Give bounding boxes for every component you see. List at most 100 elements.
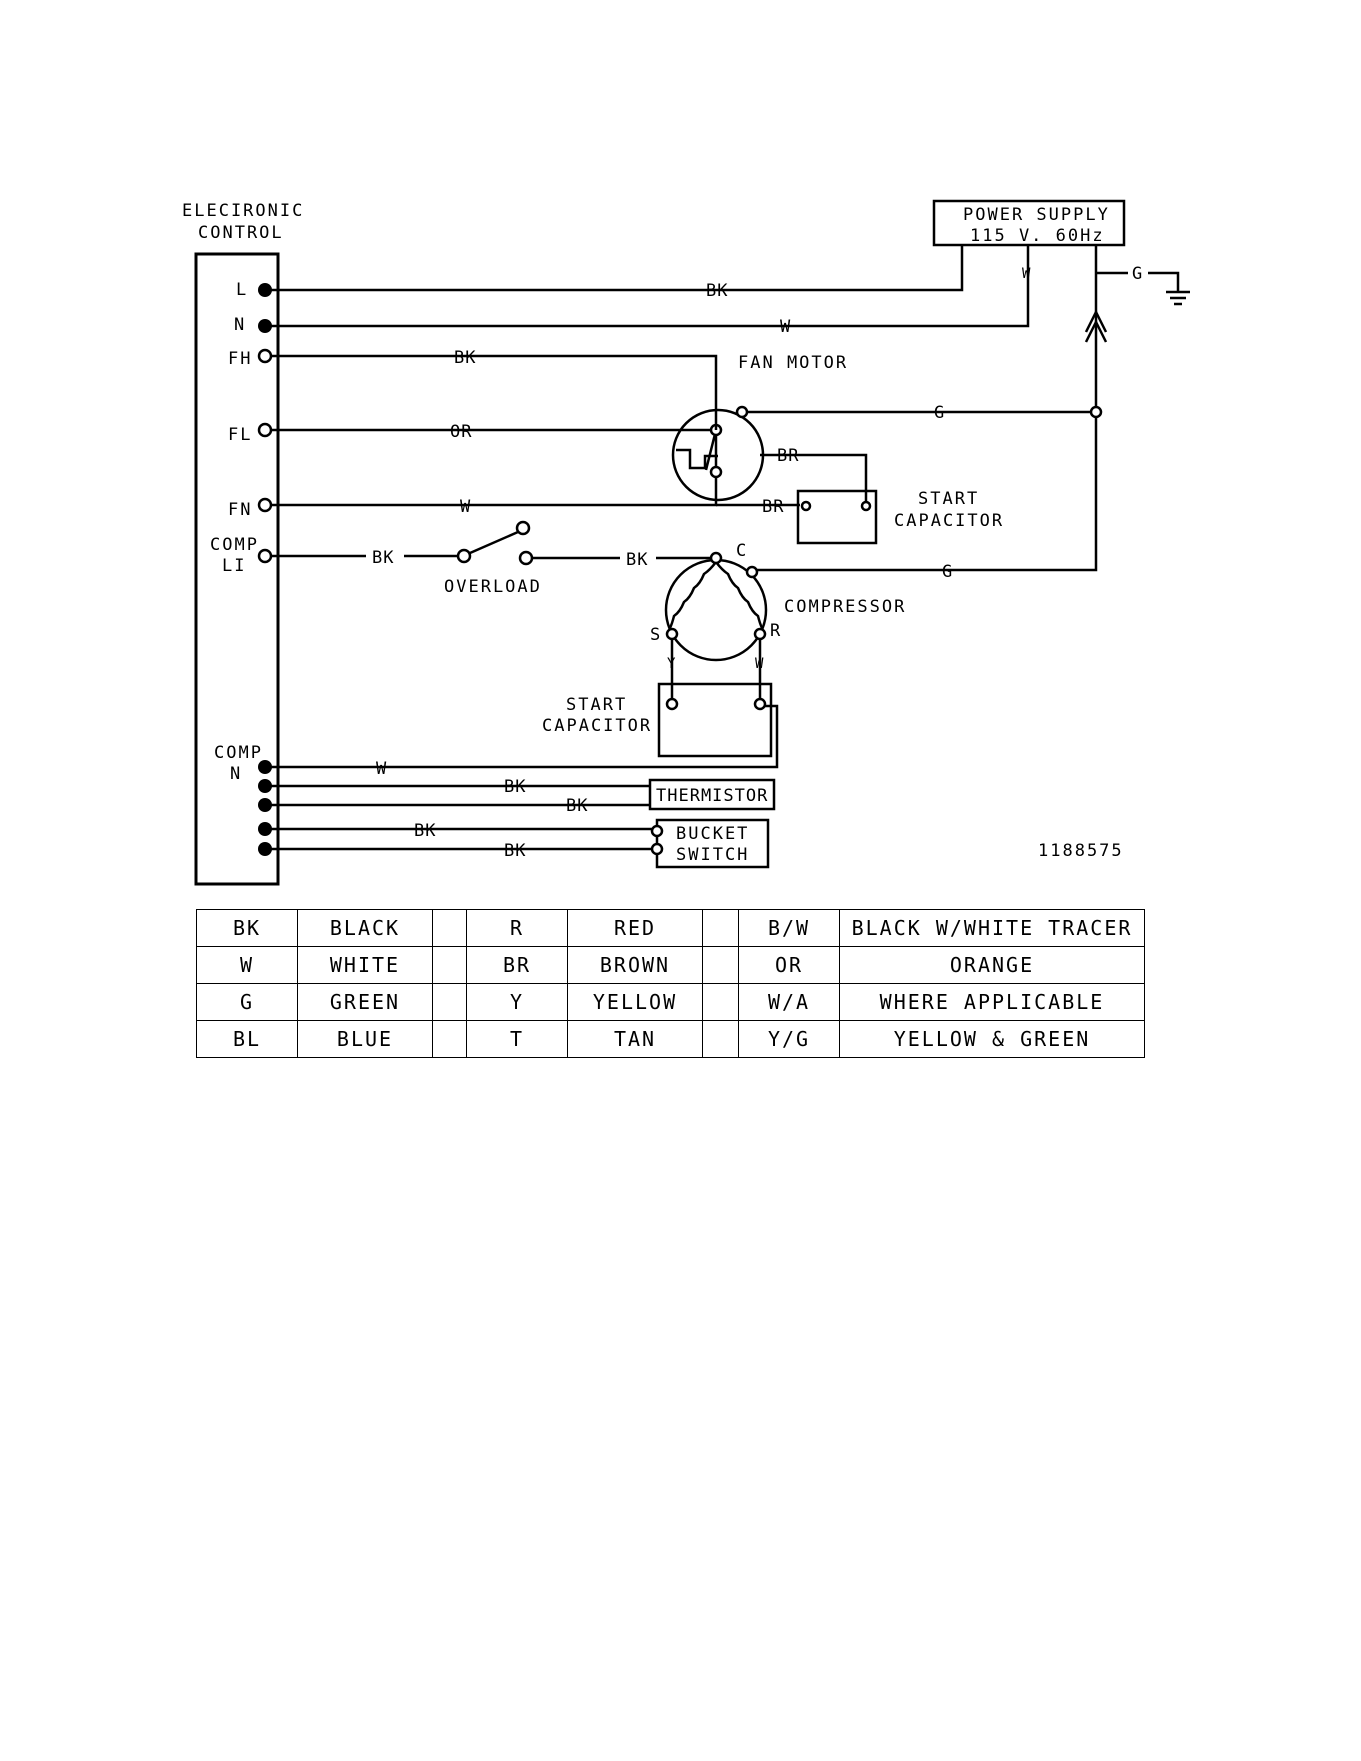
wire-label-fan-br1: BR <box>777 446 799 466</box>
overload-label: OVERLOAD <box>444 577 542 597</box>
control-title-line2: CONTROL <box>198 223 284 243</box>
thermistor-box <box>648 778 776 811</box>
overload-contact-top <box>515 520 531 536</box>
compressor-label: COMPRESSOR <box>784 597 906 617</box>
terminal-fh-label: FH <box>228 349 252 369</box>
wire-fh-black <box>270 354 718 430</box>
wire-label-supply-w: W <box>1022 266 1031 282</box>
legend-spacer <box>702 909 739 947</box>
legend-color-name: BLACK W/WHITE TRACER <box>839 909 1145 947</box>
compressor-terminal-r <box>753 627 767 641</box>
legend-code: Y <box>466 983 568 1021</box>
legend-code: BL <box>196 1020 298 1058</box>
terminal-n-label: N <box>234 315 246 335</box>
legend-code: G <box>196 983 298 1021</box>
legend-code: B/W <box>738 909 840 947</box>
wire-label-fh-bk: BK <box>454 348 476 368</box>
fan-capacitor-terminal-1 <box>800 500 812 512</box>
legend-color-name: BROWN <box>567 946 703 984</box>
legend-color-name: BLUE <box>297 1020 433 1058</box>
compressor-terminal-s-label: S <box>650 625 662 645</box>
part-number: 1188575 <box>1038 841 1124 861</box>
power-supply-line1: POWER SUPPLY <box>963 205 1110 225</box>
wire-label-fan-g: G <box>934 403 945 423</box>
legend-color-name: YELLOW <box>567 983 703 1021</box>
terminal-fn-label: FN <box>228 500 252 520</box>
terminal-comp-n-label-1: COMP <box>214 743 263 763</box>
bucket-switch-terminal-2 <box>650 842 664 856</box>
wire-label-therm-bk2: BK <box>566 796 588 816</box>
terminal-n-dot <box>258 319 272 333</box>
terminal-bucket-dot-2 <box>258 842 272 856</box>
terminal-l-dot <box>258 283 272 297</box>
legend-code: OR <box>738 946 840 984</box>
legend-spacer <box>702 946 739 984</box>
wire-label-comp-bk2: BK <box>626 550 648 570</box>
legend-code: W <box>196 946 298 984</box>
terminal-bucket-dot-1 <box>258 822 272 836</box>
terminal-fl-label: FL <box>228 425 252 445</box>
wire-n-white <box>265 245 1030 328</box>
comp-start-capacitor-label-1: START <box>566 695 627 715</box>
fan-motor-ground-terminal <box>735 405 749 419</box>
legend-color-name: WHITE <box>297 946 433 984</box>
terminal-fh-dot <box>257 348 273 364</box>
wire-label-cap-y: Y <box>667 656 676 672</box>
wire-label-fan-br2: BR <box>762 497 784 517</box>
fan-motor-label: FAN MOTOR <box>738 353 848 373</box>
ground-symbol-icon <box>1166 290 1190 306</box>
legend-color-name: TAN <box>567 1020 703 1058</box>
bucket-switch-label-1: BUCKET <box>676 824 749 844</box>
legend-color-name: ORANGE <box>839 946 1145 984</box>
wire-label-cap-w: W <box>755 656 764 672</box>
ground-junction <box>1089 405 1103 419</box>
terminal-thermistor-dot-2 <box>258 798 272 812</box>
legend-color-name: RED <box>567 909 703 947</box>
wire-label-n-w: W <box>780 317 791 337</box>
wire-l-black <box>265 245 964 292</box>
wire-comp-n-white <box>265 704 779 769</box>
wire-label-compn-w: W <box>376 759 387 779</box>
legend-code: W/A <box>738 983 840 1021</box>
legend-spacer <box>702 983 739 1021</box>
bucket-switch-label-2: SWITCH <box>676 845 749 865</box>
wire-ground <box>752 245 1098 572</box>
thermistor-label: THERMISTOR <box>656 786 768 806</box>
wire-fan-brown-1 <box>760 453 868 505</box>
compressor-terminal-c <box>709 551 723 565</box>
legend-spacer <box>432 909 467 947</box>
legend-code: T <box>466 1020 568 1058</box>
fan-start-capacitor-box <box>796 489 878 545</box>
bucket-switch-terminal-1 <box>650 824 664 838</box>
legend-color-name: BLACK <box>297 909 433 947</box>
legend-spacer <box>432 983 467 1021</box>
compressor-terminal-s <box>665 627 679 641</box>
fan-motor-terminal-bottom <box>709 465 723 479</box>
comp-capacitor-terminal-1 <box>665 697 679 711</box>
terminal-fn-dot <box>257 497 273 513</box>
comp-start-capacitor-box <box>657 682 773 758</box>
fan-start-capacitor-label-2: CAPACITOR <box>894 511 1004 531</box>
compressor-ground-terminal <box>745 565 759 579</box>
fan-motor-internal <box>676 429 718 472</box>
terminal-comp-n-dot <box>258 760 272 774</box>
wire-label-fl-or: OR <box>450 422 472 442</box>
wire-label-ground-g: G <box>1132 264 1143 284</box>
wire-label-l-bk: BK <box>706 281 728 301</box>
legend-code: Y/G <box>738 1020 840 1058</box>
compressor-windings <box>668 561 764 629</box>
wire-label-bucket-bk2: BK <box>504 841 526 861</box>
legend-color-name: GREEN <box>297 983 433 1021</box>
power-supply-line2: 115 V. 60Hz <box>970 226 1105 246</box>
legend-spacer <box>432 1020 467 1058</box>
wire-label-therm-bk1: BK <box>504 777 526 797</box>
legend-spacer <box>432 946 467 984</box>
overload-switch-icon <box>469 530 519 555</box>
